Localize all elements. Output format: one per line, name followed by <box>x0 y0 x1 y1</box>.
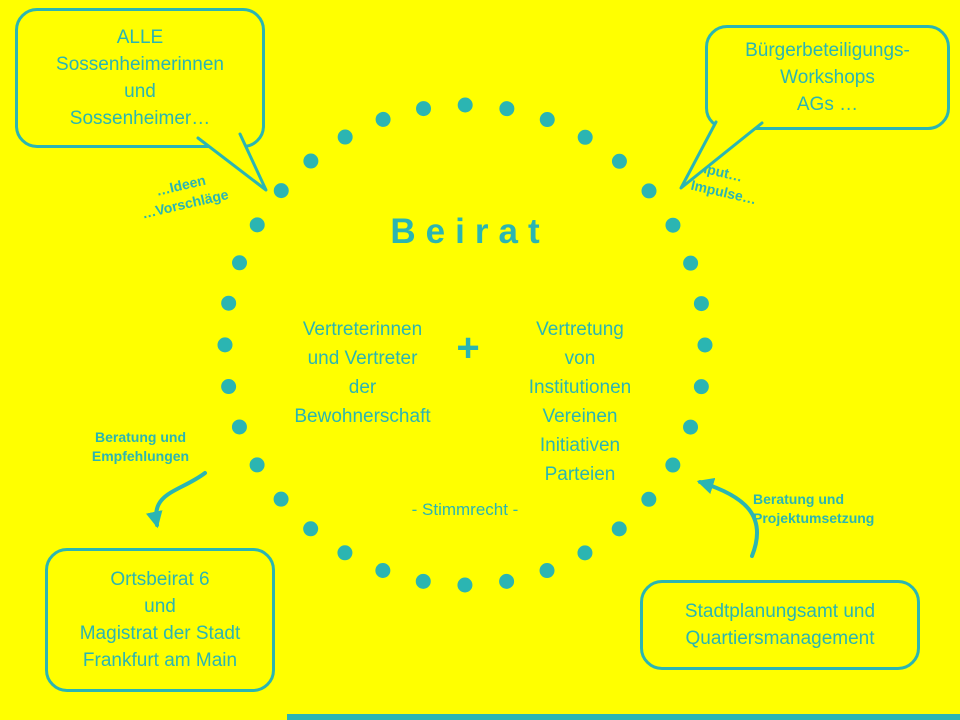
label-line: Empfehlungen <box>91 448 190 464</box>
label-line: Beratung und <box>95 429 186 445</box>
stimmrecht-note: - Stimmrecht - <box>411 500 519 519</box>
callout-alle-sossenheimer: ALLE Sossenheimerinnen und Sossenheimer… <box>15 8 265 148</box>
column-line: Vereinen <box>542 406 618 427</box>
callout-line: ALLE <box>116 27 164 48</box>
box-stadtplanungsamt: Stadtplanungsamt und Quartiersmanagement <box>640 580 920 670</box>
box-line: Frankfurt am Main <box>82 650 238 671</box>
column-line: der <box>348 377 377 398</box>
diagram-title: Beirat <box>390 212 550 251</box>
callout-line: AGs … <box>796 94 859 115</box>
plus-sign: + <box>456 326 480 370</box>
callout-line: Sossenheimerinnen <box>56 54 224 75</box>
label-beratung-projektumsetzung: Beratung und Projektumsetzung <box>753 490 913 528</box>
label-line: Projektumsetzung <box>753 510 875 526</box>
column-institutionen: Vertretung von Institutionen Vereinen In… <box>490 315 670 489</box>
column-line: Institutionen <box>528 377 632 398</box>
column-line: und Vertreter <box>307 348 418 369</box>
box-line: Stadtplanungsamt und <box>684 601 876 622</box>
column-line: Vertreterinnen <box>302 319 423 340</box>
callout-buergerbeteiligung: Bürgerbeteiligungs- Workshops AGs … <box>705 25 950 130</box>
box-ortsbeirat-magistrat: Ortsbeirat 6 und Magistrat der Stadt Fra… <box>45 548 275 692</box>
callout-line: und <box>124 81 156 102</box>
box-line: Ortsbeirat 6 <box>110 569 210 590</box>
box-line: und <box>144 596 176 617</box>
label-line: Beratung und <box>753 491 844 507</box>
column-line: Parteien <box>544 464 616 485</box>
bottom-border-line <box>287 714 960 720</box>
column-line: von <box>564 348 596 369</box>
column-line: Vertretung <box>536 319 624 340</box>
column-line: Initiativen <box>539 435 621 456</box>
box-line: Quartiersmanagement <box>685 628 875 649</box>
left-curved-arrow-icon <box>146 471 207 529</box>
label-input-impulse: Input… Impulse… <box>689 157 795 217</box>
right-curved-arrow-icon <box>696 477 759 558</box>
label-ideen-vorschlaege: …Ideen …Vorschläge <box>115 162 250 228</box>
callout-line: Sossenheimer… <box>69 108 211 129</box>
callout-line: Bürgerbeteiligungs- <box>745 40 910 61</box>
label-beratung-empfehlungen: Beratung und Empfehlungen <box>78 428 203 466</box>
column-line: Bewohnerschaft <box>294 406 431 427</box>
column-bewohnerschaft: Vertreterinnen und Vertreter der Bewohne… <box>270 315 455 431</box>
box-line: Magistrat der Stadt <box>79 623 241 644</box>
callout-line: Workshops <box>780 67 875 88</box>
